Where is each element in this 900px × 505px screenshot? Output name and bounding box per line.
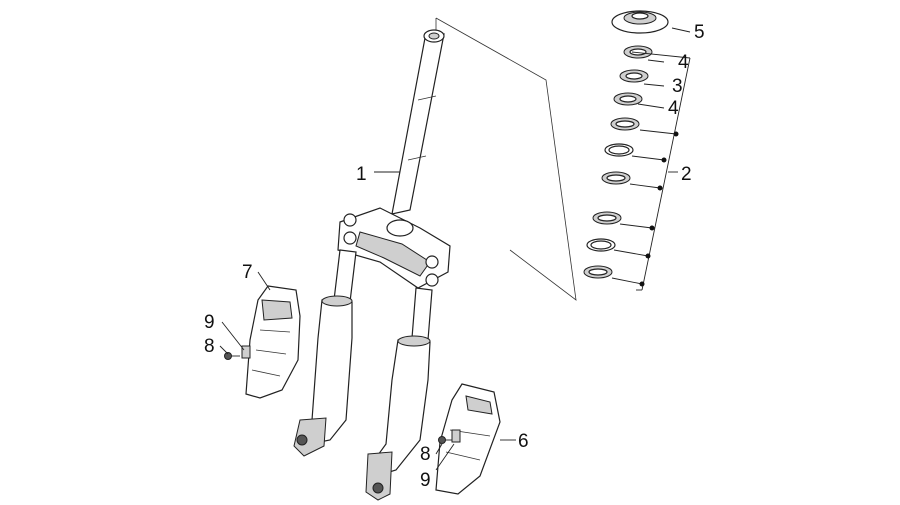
assembly-outline xyxy=(435,17,577,301)
callout-8-left: 8 xyxy=(204,336,215,357)
callout-2: 2 xyxy=(681,164,692,185)
callout-4-upper: 4 xyxy=(678,52,689,73)
callout-5: 5 xyxy=(694,22,705,43)
fork-leg-right-icon xyxy=(365,287,433,501)
triple-clamp-icon xyxy=(337,207,451,289)
callout-1: 1 xyxy=(356,164,367,185)
steering-tube-icon xyxy=(391,29,445,215)
fork-leg-left-icon xyxy=(293,249,357,457)
callout-8-right: 8 xyxy=(420,444,431,465)
top-nut-icon xyxy=(611,10,669,34)
callout-7: 7 xyxy=(242,262,253,283)
screw-right-icon xyxy=(438,436,452,444)
callout-9-left: 9 xyxy=(204,312,215,333)
clip-right-icon xyxy=(451,429,461,443)
bearing-bracket xyxy=(611,51,691,291)
callout-leaders xyxy=(219,27,691,471)
fork-cover-left-icon xyxy=(245,285,301,399)
callout-9-right: 9 xyxy=(420,470,431,491)
screw-left-icon xyxy=(224,352,240,360)
callout-4-lower: 4 xyxy=(668,98,679,119)
bearing-stack-icon xyxy=(583,45,653,279)
callout-3: 3 xyxy=(672,76,683,97)
callout-6: 6 xyxy=(518,431,529,452)
clip-left-icon xyxy=(241,345,251,359)
fork-cover-right-icon xyxy=(435,383,501,495)
